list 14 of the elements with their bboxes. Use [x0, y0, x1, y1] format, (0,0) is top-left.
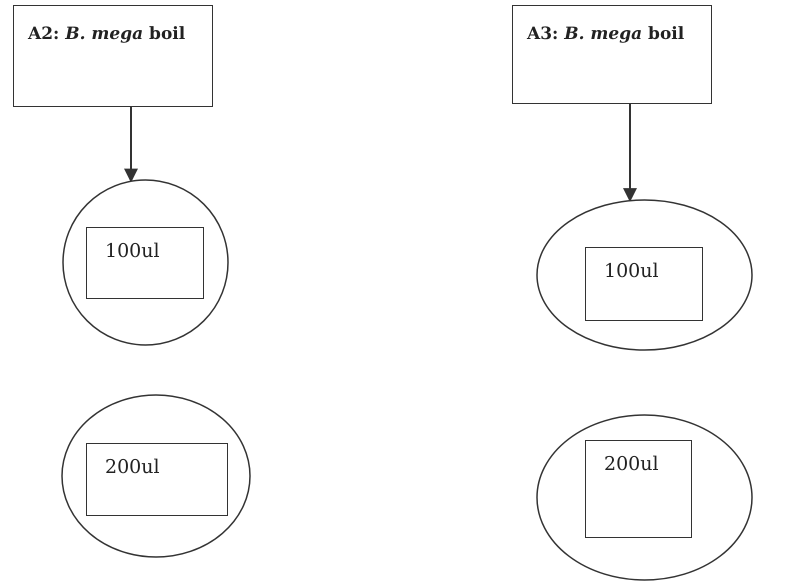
arrow — [623, 104, 637, 202]
volume-label: 100ul — [604, 260, 659, 282]
arrow — [124, 107, 138, 183]
sample-title: A2: B. mega boil — [28, 24, 186, 44]
sample-title: A3: B. mega boil — [527, 24, 684, 44]
volume-box — [585, 247, 703, 321]
sample-box — [13, 5, 213, 107]
volume-label: 100ul — [105, 240, 160, 262]
volume-box — [585, 440, 692, 538]
volume-box — [86, 443, 228, 516]
volume-box — [86, 227, 204, 299]
sample-box — [512, 5, 712, 104]
volume-label: 200ul — [105, 456, 160, 478]
volume-label: 200ul — [604, 453, 659, 475]
